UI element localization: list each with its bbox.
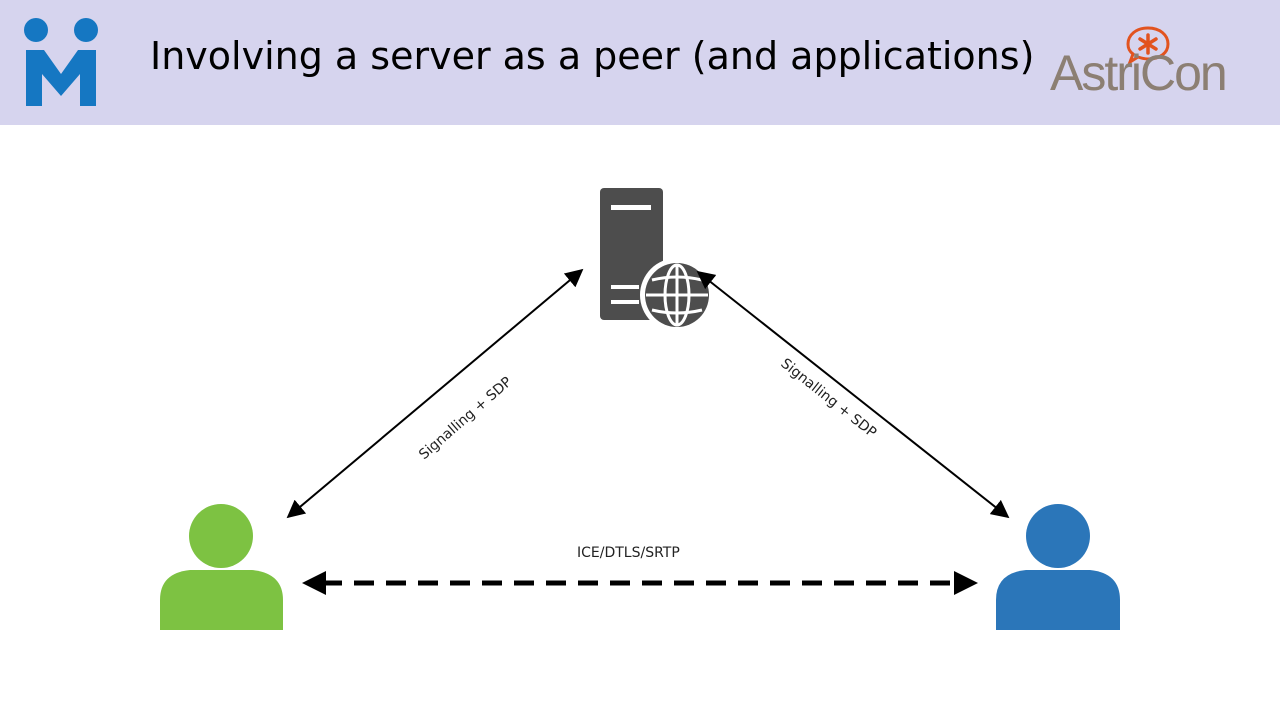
left-signalling-label: Signalling + SDP	[416, 374, 515, 463]
left-signalling-arrow	[286, 268, 584, 519]
slide-title: Involving a server as a peer (and applic…	[150, 34, 1035, 78]
media-path-arrow	[302, 571, 978, 595]
media-label: ICE/DTLS/SRTP	[577, 545, 680, 561]
astricon-asterisk-icon	[1126, 26, 1170, 64]
astricon-logo: AstriCon	[1050, 22, 1270, 104]
right-signalling-arrow	[696, 270, 1010, 519]
astricon-logo-text: AstriCon	[1050, 45, 1228, 101]
right-signalling-label: Signalling + SDP	[778, 356, 880, 442]
peer-right-user-icon	[996, 504, 1120, 630]
web-server-icon	[600, 188, 714, 332]
slide-header: Involving a server as a peer (and applic…	[0, 0, 1280, 125]
peer-left-user-icon	[160, 504, 283, 630]
meetecho-logo-icon	[24, 18, 98, 106]
